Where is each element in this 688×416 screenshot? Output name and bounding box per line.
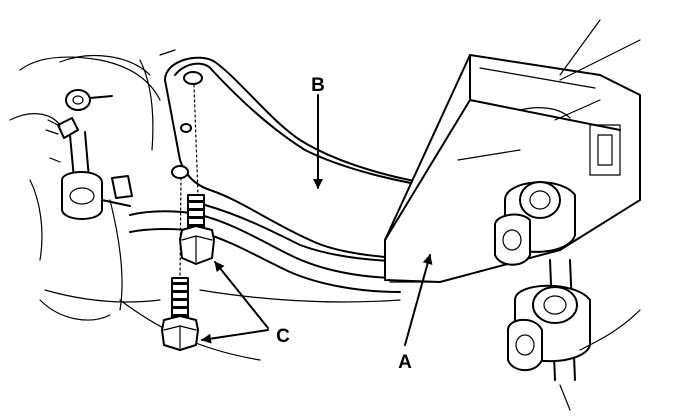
subframe (384, 19, 641, 283)
flange-bolts (161, 84, 215, 351)
mount-bushing-upper (494, 181, 576, 266)
callout-label-b: B (311, 75, 325, 96)
callout-arrow-c-upper (214, 261, 269, 329)
upper-flange-bolt (179, 194, 215, 265)
callout-arrow-a (404, 254, 433, 346)
mount-bushing-lower (507, 259, 641, 411)
chassis-background (9, 49, 401, 361)
callout-arrows (201, 94, 433, 346)
callout-label-c: C (276, 326, 290, 347)
callout-arrow-c-lower (201, 329, 269, 344)
callout-label-a: A (398, 352, 412, 373)
stabilizer-bar (129, 210, 401, 293)
lower-flange-bolt (161, 277, 199, 351)
stabilizer-link (45, 89, 133, 220)
